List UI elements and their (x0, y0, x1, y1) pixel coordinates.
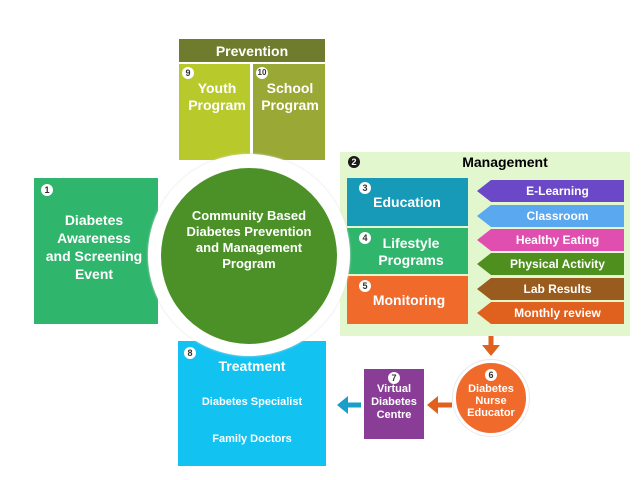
management-item-label: Monthly review (514, 306, 601, 320)
arrow-down-to-nurse (482, 336, 500, 356)
virtual-number-badge: 7 (388, 372, 400, 384)
center-program-circle: Community Based Diabetes Prevention and … (161, 168, 337, 344)
management-item-label: Lab Results (523, 282, 592, 296)
arrow-shape (477, 205, 624, 227)
arrow-shape (477, 302, 624, 324)
treatment-box: 8 Treatment Diabetes Specialist Family D… (178, 341, 326, 466)
arrow-shape (477, 229, 624, 251)
education-label: Education (373, 194, 441, 210)
treatment-item-diabetes-specialist: Diabetes Specialist (201, 396, 303, 408)
management-item-label: Healthy Eating (515, 233, 600, 247)
virtual-centre-label: Virtual Diabetes Centre (371, 383, 417, 421)
youth-program-box: 9 Youth Program (179, 64, 250, 160)
awareness-box: 1 Diabetes Awareness and Screening Event (34, 178, 158, 324)
virtual-centre-box: 7 Virtual Diabetes Centre (364, 369, 424, 439)
lifestyle-box: 4 Lifestyle Programs (347, 228, 468, 274)
awareness-title: Diabetes Awareness and Screening Event (45, 212, 143, 282)
arrow-left-to-virtual (427, 396, 452, 414)
treatment-item-family-doctors: Family Doctors (212, 433, 292, 445)
prevention-header-label: Prevention (215, 42, 289, 59)
management-item-label: Physical Activity (510, 257, 605, 271)
treatment-number-badge: 8 (184, 347, 196, 359)
monitoring-number-badge: 5 (359, 280, 371, 292)
management-item-lab-results: Lab Results (477, 278, 624, 300)
prevention-header: Prevention (179, 39, 325, 62)
lifestyle-label: Lifestyle Programs (378, 235, 444, 268)
school-program-label: School Program (261, 80, 319, 113)
nurse-number-badge: 6 (485, 369, 497, 381)
arrow-left-to-treatment (337, 396, 361, 414)
management-item-label: E-Learning (526, 184, 589, 198)
school-number-badge: 10 (256, 67, 268, 79)
treatment-header: Treatment (218, 358, 286, 374)
management-number-badge: 2 (348, 156, 360, 168)
arrow-shape (477, 278, 624, 300)
management-item-label: Classroom (526, 209, 589, 223)
monitoring-box: 5 Monitoring (347, 276, 468, 324)
nurse-educator-circle: 6 Diabetes Nurse Educator (453, 360, 529, 436)
school-program-box: 10 School Program (253, 64, 325, 160)
education-number-badge: 3 (359, 182, 371, 194)
education-box: 3 Education (347, 178, 468, 226)
awareness-number-badge: 1 (41, 184, 53, 196)
nurse-educator-label: Diabetes Nurse Educator (467, 383, 515, 419)
arrow-shape (477, 253, 624, 275)
management-item-healthy-eating: Healthy Eating (477, 229, 624, 251)
youth-number-badge: 9 (182, 67, 194, 79)
arrow-shape (477, 180, 624, 202)
management-item-e-learning: E-Learning (477, 180, 624, 202)
youth-program-label: Youth Program (188, 80, 246, 113)
management-item-monthly-review: Monthly review (477, 302, 624, 324)
management-item-classroom: Classroom (477, 205, 624, 227)
management-item-physical-activity: Physical Activity (477, 253, 624, 275)
monitoring-label: Monitoring (372, 292, 446, 308)
management-header: Management (462, 154, 548, 170)
lifestyle-number-badge: 4 (359, 232, 371, 244)
center-program-title: Community Based Diabetes Prevention and … (186, 208, 312, 271)
